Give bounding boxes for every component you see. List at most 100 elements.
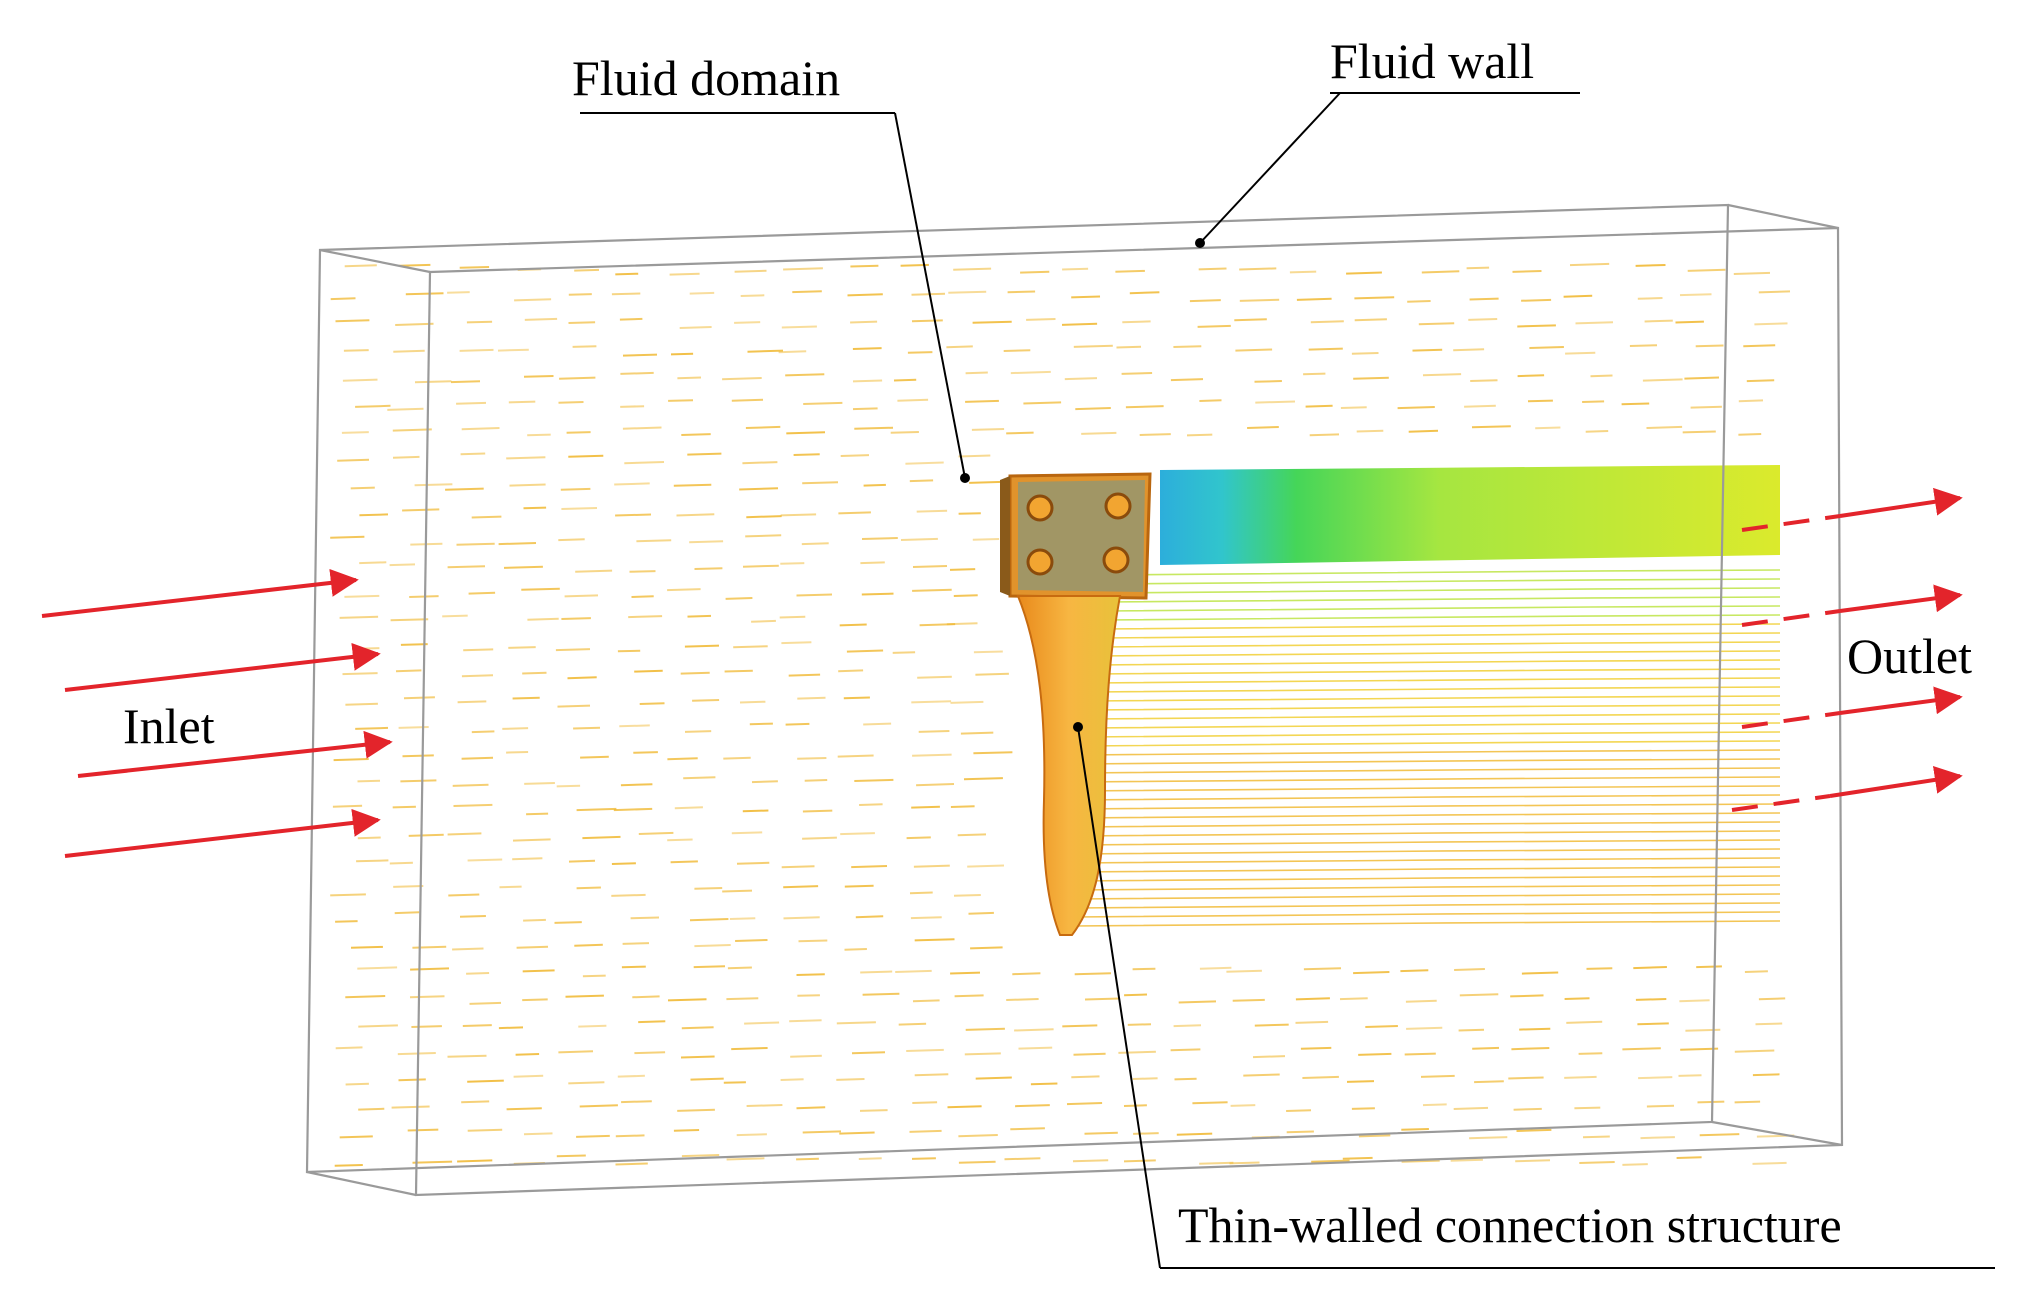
velocity-vector	[1397, 406, 1435, 410]
velocity-vector	[1353, 376, 1389, 380]
velocity-vector	[564, 594, 599, 598]
velocity-vector	[796, 973, 825, 976]
velocity-vector	[508, 400, 536, 404]
velocity-vector	[836, 1021, 876, 1025]
velocity-vector	[781, 325, 817, 329]
velocity-vector	[726, 1157, 765, 1161]
velocity-vector	[611, 862, 636, 865]
wake-streamline	[1072, 830, 1781, 837]
wake-streamline	[1075, 776, 1781, 783]
velocity-vector	[965, 399, 999, 403]
velocity-vector	[345, 995, 386, 999]
velocity-vector	[498, 1026, 524, 1030]
velocity-vector	[1744, 970, 1768, 973]
velocity-vector	[724, 669, 753, 673]
velocity-vector	[674, 806, 703, 810]
wake-streamline	[1072, 875, 1781, 882]
ambient-velocity-vectors	[330, 262, 1795, 1167]
lower-wake-lines	[1072, 569, 1781, 927]
velocity-vector	[677, 1108, 715, 1112]
velocity-vector	[803, 401, 843, 405]
velocity-vector	[523, 506, 547, 510]
velocity-vector	[620, 371, 654, 375]
velocity-vector	[1303, 967, 1342, 971]
velocity-vector	[840, 454, 870, 457]
velocity-vector	[958, 1160, 996, 1164]
velocity-vector	[576, 1134, 610, 1138]
velocity-vector	[739, 487, 779, 491]
velocity-vector	[916, 783, 955, 787]
velocity-vector	[1699, 1133, 1740, 1137]
velocity-vector	[1453, 348, 1485, 352]
velocity-vector	[1296, 297, 1332, 301]
velocity-vector	[1622, 1163, 1648, 1166]
velocity-vector	[917, 675, 952, 679]
velocity-vector	[734, 269, 767, 273]
velocity-vector	[676, 513, 715, 517]
velocity-vector	[725, 597, 753, 600]
velocity-vector	[1585, 430, 1609, 433]
wake-streamline	[1094, 659, 1781, 666]
velocity-vector	[615, 513, 652, 517]
inlet-arrow	[64, 808, 381, 858]
velocity-vector	[409, 595, 439, 598]
velocity-vector	[847, 293, 883, 297]
velocity-vector	[1758, 290, 1791, 294]
velocity-vector	[972, 538, 1000, 541]
velocity-vector	[1358, 1134, 1391, 1138]
velocity-vector	[344, 594, 380, 598]
velocity-vector	[779, 615, 806, 619]
velocity-vector	[506, 1107, 542, 1111]
velocity-vector	[681, 433, 711, 436]
velocity-vector	[1458, 1028, 1485, 1032]
velocity-vector	[557, 704, 591, 708]
velocity-vector	[1679, 293, 1712, 297]
velocity-vector	[895, 969, 932, 973]
fluid-domain-box	[305, 203, 1844, 1197]
velocity-vector	[391, 1105, 430, 1109]
velocity-vector	[467, 1079, 504, 1083]
velocity-vector	[572, 345, 597, 348]
velocity-vector	[622, 942, 650, 945]
velocity-vector	[459, 915, 486, 918]
velocity-vector	[667, 588, 701, 592]
velocity-vector	[694, 887, 723, 890]
velocity-vector	[565, 994, 604, 998]
velocity-vector	[567, 676, 597, 680]
velocity-vector	[667, 757, 698, 761]
velocity-vector	[859, 1109, 888, 1112]
velocity-vector	[1340, 406, 1367, 409]
velocity-vector	[852, 347, 882, 350]
outlet-arrow	[1839, 686, 1963, 715]
velocity-vector	[456, 542, 495, 546]
velocity-vector	[393, 885, 424, 888]
velocity-vector	[407, 1128, 439, 1132]
velocity-vector	[1354, 296, 1395, 300]
velocity-vector	[1132, 1077, 1158, 1080]
velocity-vector	[670, 860, 698, 864]
velocity-vector	[742, 461, 778, 465]
velocity-vector	[1680, 1047, 1719, 1051]
velocity-vector	[1192, 1101, 1228, 1105]
velocity-vector	[1239, 298, 1280, 302]
velocity-vector	[628, 615, 663, 619]
velocity-vector	[914, 938, 955, 942]
velocity-vector	[631, 595, 654, 598]
velocity-vector	[1758, 997, 1786, 1001]
wake-streamline	[1084, 722, 1781, 729]
wake-streamline	[1085, 713, 1781, 720]
wake-streamline	[1087, 704, 1781, 711]
velocity-vector	[498, 542, 537, 546]
velocity-vector	[906, 1048, 944, 1052]
velocity-vector	[1412, 348, 1443, 352]
velocity-vector	[778, 350, 807, 354]
velocity-vector	[727, 966, 752, 970]
velocity-vector	[1311, 1159, 1350, 1163]
velocity-vector	[667, 998, 707, 1002]
velocity-vector	[746, 515, 782, 519]
velocity-vector	[969, 480, 1003, 484]
velocity-vector	[357, 647, 380, 650]
velocity-vector	[1003, 349, 1031, 352]
velocity-vector	[400, 779, 437, 783]
velocity-vector	[405, 292, 444, 296]
